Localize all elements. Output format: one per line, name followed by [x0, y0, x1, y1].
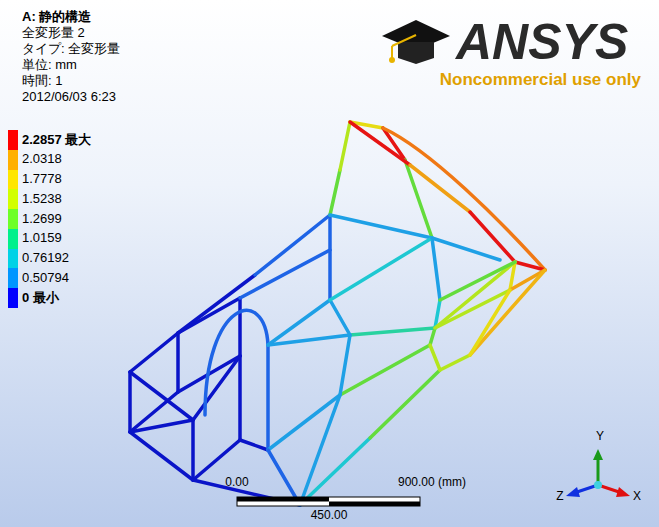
frame-member	[130, 122, 545, 505]
legend-value: 1.7778	[22, 172, 62, 187]
frame-member	[470, 212, 515, 262]
legend-value: 1.0159	[22, 231, 62, 246]
axis-label: Y	[596, 430, 604, 444]
result-type: タイプ: 全変形量	[22, 42, 120, 57]
frame-member	[191, 420, 195, 480]
axis-triad	[616, 487, 630, 497]
legend-swatch	[8, 209, 18, 229]
legend-swatch	[8, 189, 18, 209]
frame-member	[240, 440, 268, 450]
axis-triad	[566, 487, 580, 497]
frame-member	[350, 328, 435, 335]
frame-member	[130, 372, 193, 420]
axis-triad	[566, 449, 630, 497]
scale-label: 900.00 (mm)	[398, 476, 466, 490]
axis-triad	[597, 458, 600, 485]
frame-member	[130, 420, 193, 432]
frame-member	[128, 372, 132, 432]
frame-member	[176, 333, 180, 392]
frame-member	[300, 395, 340, 505]
result-name: 全変形量 2	[22, 26, 85, 41]
legend-value: 1.2699	[22, 212, 62, 227]
frame-member	[255, 215, 330, 275]
frame-member	[130, 333, 178, 372]
frame-member	[515, 262, 545, 270]
scale-bar	[329, 502, 420, 507]
axis-label: X	[633, 490, 641, 504]
logo-cap	[382, 20, 450, 64]
frame-member	[383, 128, 545, 270]
axis-label: Z	[556, 490, 563, 504]
timestamp: 2012/06/03 6:23	[22, 90, 116, 105]
time-note: 時間: 1	[22, 74, 62, 89]
legend-swatch	[8, 170, 18, 190]
logo-cap	[398, 42, 434, 64]
frame-member	[328, 215, 332, 300]
frame-member	[470, 270, 545, 355]
frame-member	[268, 335, 350, 345]
legend-value: 2.2857 最大	[22, 133, 91, 148]
frame-member	[330, 215, 432, 238]
legend-swatch	[8, 249, 18, 269]
frame-member	[350, 122, 410, 165]
legend-value: 0.76192	[22, 251, 69, 266]
frame-member	[430, 328, 435, 345]
legend-swatch	[8, 288, 18, 308]
logo-cap	[391, 46, 393, 58]
legend-value: 1.5238	[22, 192, 62, 207]
frame-member	[432, 238, 440, 300]
frame-member	[340, 122, 350, 170]
frame-member	[330, 238, 432, 300]
frame-member	[440, 355, 470, 370]
scale-bar	[237, 497, 420, 506]
legend-value: 2.0318	[22, 152, 62, 167]
frame-member	[193, 356, 240, 420]
frame-member	[340, 335, 350, 395]
frame-member	[238, 298, 242, 356]
frame-member	[435, 262, 515, 328]
frame-member	[340, 345, 430, 395]
legend-swatch	[8, 268, 18, 288]
scale-label: 450.00	[311, 509, 348, 523]
frame-member	[193, 440, 240, 480]
legend-swatch	[8, 130, 18, 150]
frame-member	[240, 250, 330, 298]
legend-value: 0 最小	[22, 291, 59, 306]
unit-note: 単位: mm	[22, 58, 77, 73]
frame-member	[178, 275, 255, 333]
frame-member	[370, 370, 440, 438]
frame-member	[205, 310, 268, 415]
frame-member	[410, 165, 470, 212]
frame-member	[440, 262, 515, 300]
watermark: Noncommercial use only	[440, 70, 641, 90]
logo-wordmark: ANSYS	[456, 14, 628, 72]
frame-member	[432, 238, 500, 260]
frame-member	[330, 170, 340, 215]
scale-bar	[237, 497, 329, 502]
frame-member	[470, 290, 510, 355]
frame-member	[430, 345, 440, 370]
result-title: A: 静的構造	[22, 10, 91, 25]
axis-triad	[594, 481, 602, 489]
legend-value: 0.50794	[22, 271, 69, 286]
frame-member	[330, 300, 350, 335]
axis-triad	[593, 449, 603, 460]
frame-member	[266, 345, 270, 450]
logo-cap	[389, 57, 395, 63]
legend-swatch	[8, 150, 18, 170]
legend-swatch	[8, 229, 18, 249]
scale-bar	[237, 497, 420, 506]
frame-member	[238, 356, 242, 440]
frame-member	[130, 432, 193, 480]
scale-label: 0.00	[225, 476, 248, 490]
frame-member	[510, 270, 545, 290]
logo-cap	[392, 35, 416, 46]
